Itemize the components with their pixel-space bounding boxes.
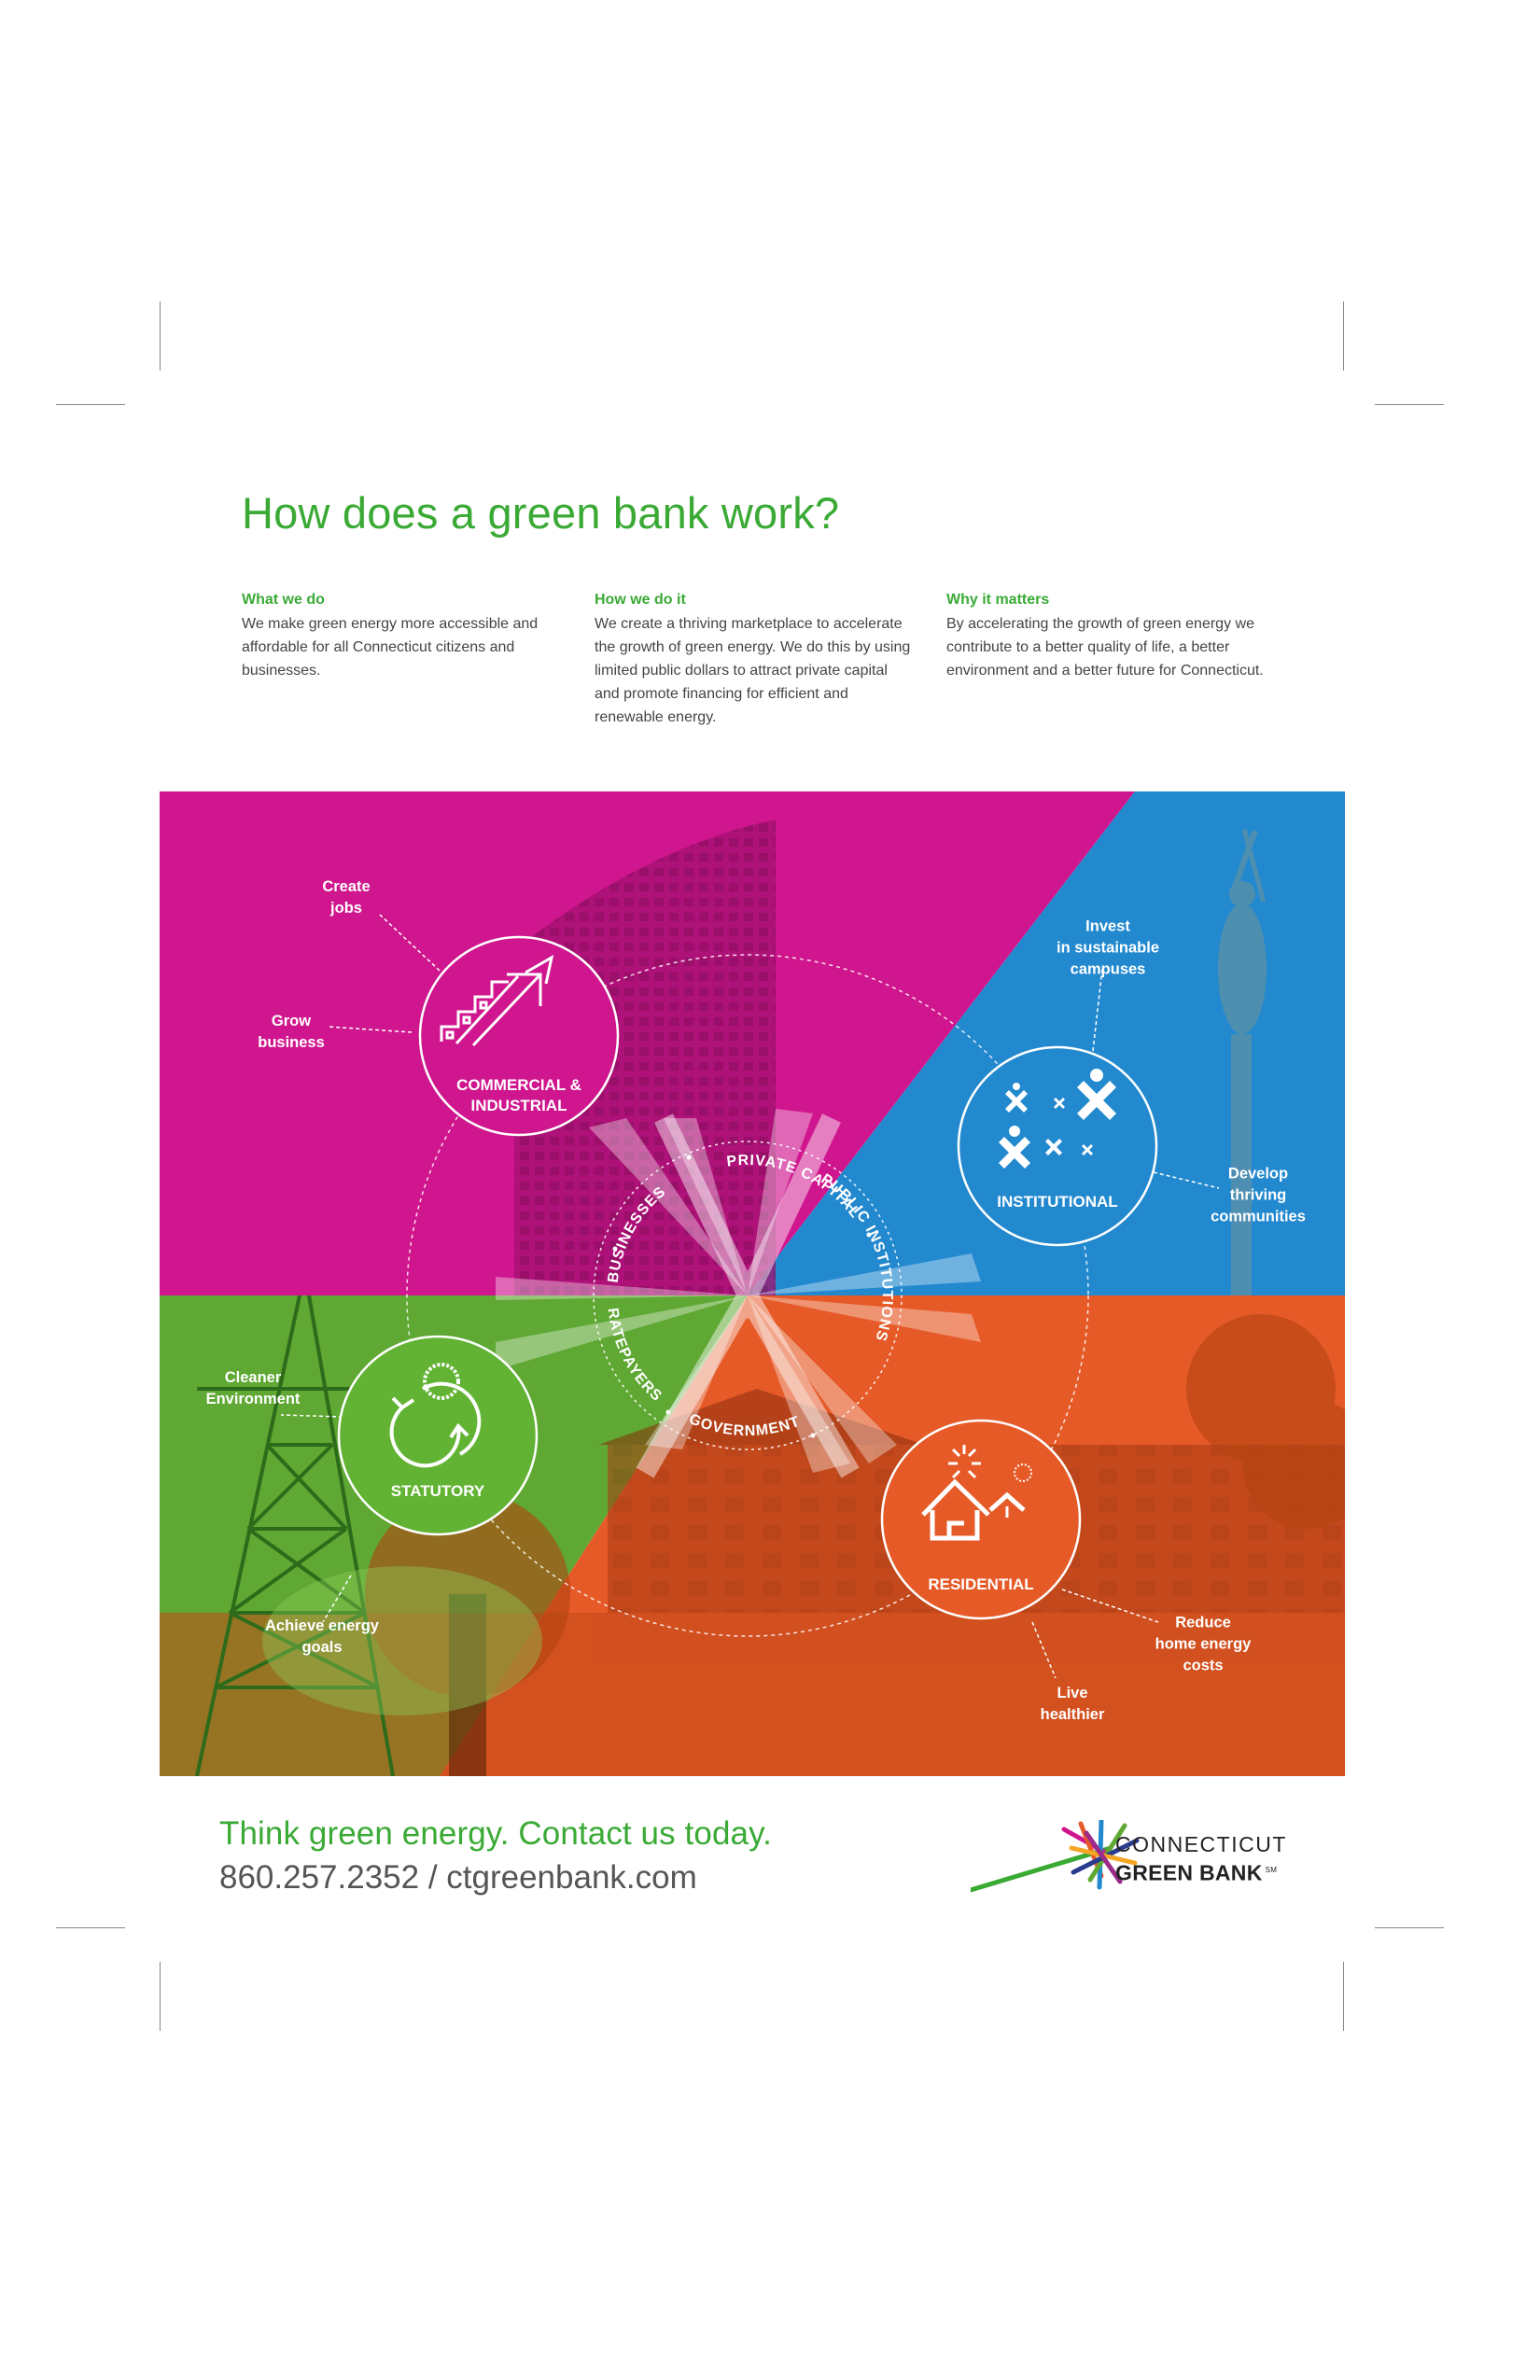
commercial-industrial-hub-label: COMMERCIAL & INDUSTRIAL: [456, 1076, 581, 1114]
central-burst: [496, 1109, 981, 1473]
crop-mark: [1343, 301, 1344, 371]
recycle-circles-icon: [389, 1363, 482, 1468]
crop-mark: [56, 404, 125, 405]
how-we-do-it-column: How we do it We create a thriving market…: [595, 592, 917, 729]
crop-mark: [1375, 404, 1444, 405]
crop-mark: [160, 1962, 161, 2031]
outcome-grow-business: Grow business: [258, 1013, 325, 1051]
outcome-develop-communities: Develop thriving communities: [1211, 1165, 1306, 1225]
building-growth-icon: [440, 955, 554, 1047]
column-heading: Why it matters: [946, 592, 1050, 608]
blue-quadrant: [748, 791, 1345, 1295]
transmission-tower: [195, 1295, 412, 1776]
column-body: By accelerating the growth of green ener…: [946, 616, 1264, 679]
what-we-do-column: What we do We make green energy more acc…: [242, 592, 564, 682]
house-icon: [921, 1445, 1032, 1541]
residential-hub-label: RESIDENTIAL: [928, 1575, 1034, 1593]
outcome-cleaner-environment: Cleaner Environment: [205, 1369, 301, 1407]
statue-silhouette: [1218, 829, 1267, 1295]
crop-mark: [1343, 1962, 1344, 2031]
commercial-hub-circle: [418, 935, 620, 1137]
why-it-matters-column: Why it matters By accelerating the growt…: [946, 592, 1268, 682]
crop-mark: [160, 301, 161, 371]
infographic-panel: BUSINESSES PRIVATE CAPITAL PUBLIC INSTIT…: [160, 791, 1345, 1776]
outcome-achieve-energy-goals: Achieve energy goals: [265, 1617, 379, 1656]
column-body: We create a thriving marketplace to acce…: [595, 616, 911, 725]
column-heading: How we do it: [595, 592, 686, 608]
outcome-connectors: [280, 914, 1220, 1679]
outcome-create-jobs: Create jobs: [322, 878, 371, 917]
column-body: We make green energy more accessible and…: [242, 616, 539, 679]
column-heading: What we do: [242, 592, 325, 608]
inner-ring: [593, 1141, 903, 1450]
arrow-marks: [636, 1113, 860, 1478]
contact-tagline: Think green energy. Contact us today.: [219, 1815, 772, 1852]
outcome-invest-campuses: Invest in sustainable campuses: [1056, 917, 1160, 978]
outer-ring: [406, 954, 1089, 1637]
page-title: How does a green bank work?: [242, 488, 840, 538]
outcome-live-healthier: Live healthier: [1040, 1685, 1105, 1723]
service-mark: SM: [1265, 1866, 1278, 1874]
institutional-hub-label: INSTITUTIONAL: [997, 1193, 1118, 1211]
logo-line-2-text: GREEN BANK: [1115, 1860, 1263, 1885]
people-icon: [999, 1069, 1116, 1169]
crop-mark: [56, 1927, 125, 1928]
logo-line-1: CONNECTICUT: [1115, 1832, 1287, 1856]
statutory-hub-label: STATUTORY: [390, 1482, 485, 1500]
contact-details[interactable]: 860.257.2352 / ctgreenbank.com: [219, 1859, 697, 1896]
infographic-graphic: BUSINESSES PRIVATE CAPITAL PUBLIC INSTIT…: [160, 791, 1345, 1776]
statutory-hub-circle: [337, 1335, 539, 1536]
tree-silhouette: [365, 1314, 1345, 1776]
outcome-reduce-home-energy-costs: Reduce home energy costs: [1155, 1614, 1252, 1674]
green-bank-logo-mark: [971, 1820, 1140, 1893]
crop-mark: [1375, 1927, 1444, 1928]
